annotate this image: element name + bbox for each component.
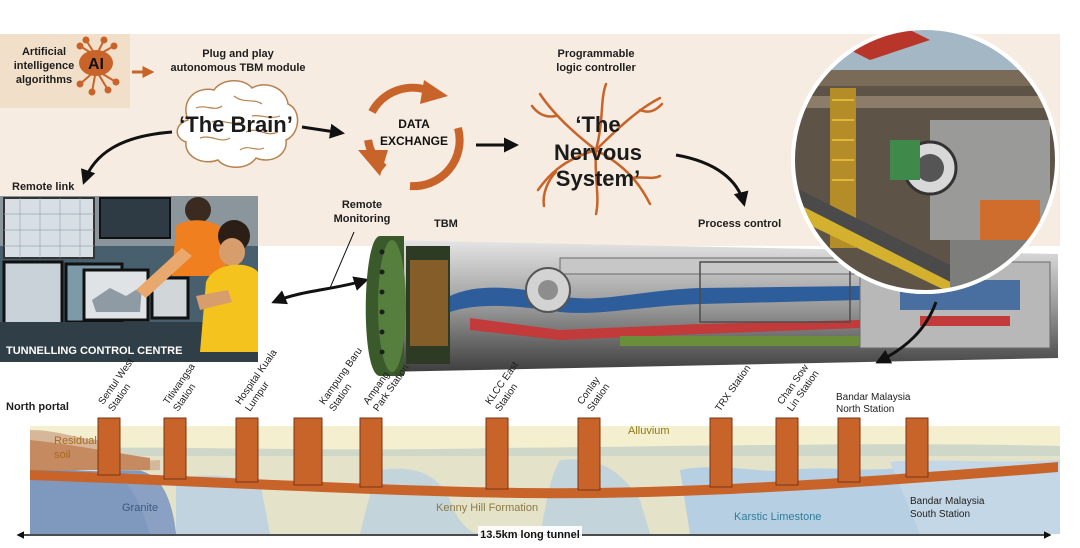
tbm-label: TBM bbox=[434, 218, 458, 230]
nervous-system-icon bbox=[530, 82, 664, 216]
svg-text:TRX Station: TRX Station bbox=[713, 363, 753, 413]
north-portal-label: North portal bbox=[6, 401, 69, 413]
station-conlay: Conlay Station bbox=[576, 375, 613, 414]
control-centre-label: TUNNELLING CONTROL CENTRE bbox=[6, 345, 182, 357]
process-control-arrow bbox=[675, 153, 749, 207]
remote-link-label: Remote link bbox=[12, 181, 75, 193]
bandar-north-label-1: Bandar Malaysia bbox=[836, 392, 911, 403]
bandar-north-label-2: North Station bbox=[836, 404, 894, 415]
ai-badge: AI bbox=[88, 56, 104, 73]
ai-section: Artificial intelligence algorithms AI bbox=[0, 34, 130, 108]
process-control-label: Process control bbox=[698, 218, 781, 230]
tunnel-route bbox=[30, 462, 1058, 499]
station-titiwangsa: Titiwangsa Station bbox=[162, 361, 199, 413]
data-exchange-label-2: EXCHANGE bbox=[380, 134, 448, 148]
brain-caption-2: autonomous TBM module bbox=[170, 62, 305, 74]
data-exchange-label-1: DATA bbox=[398, 117, 430, 131]
remote-monitoring-arrow bbox=[271, 276, 369, 305]
data-exchange-cycle-icon bbox=[358, 80, 464, 191]
brain-caption-1: Plug and play bbox=[202, 48, 274, 60]
granite-label: Granite bbox=[122, 502, 158, 514]
tunnel-length-bg bbox=[478, 526, 582, 542]
brain-icon bbox=[176, 80, 299, 168]
alluvium-label: Alluvium bbox=[628, 425, 670, 437]
residual-soil-label-2: soil bbox=[54, 449, 71, 461]
station-chan-sow-lin: Chan Sow Lin Station bbox=[776, 362, 822, 414]
station-shafts bbox=[97, 417, 929, 491]
remote-link-arrow bbox=[80, 130, 173, 185]
remote-monitoring-label-2: Monitoring bbox=[334, 213, 391, 225]
brain-title: ‘The Brain’ bbox=[179, 112, 293, 137]
nervous-title-1: ‘The bbox=[575, 112, 620, 137]
station-trx: TRX Station bbox=[713, 363, 753, 413]
station-sentul-west: Sentul West Station bbox=[97, 356, 137, 413]
tunnel-length-label: 13.5km long tunnel bbox=[480, 529, 580, 541]
control-centre-photo bbox=[0, 196, 258, 362]
ai-label-1: Artificial bbox=[22, 46, 66, 58]
ai-chip bbox=[79, 50, 113, 76]
residual-soil-label-1: Residual bbox=[54, 435, 97, 447]
nervous-title-2: Nervous bbox=[554, 140, 642, 165]
ai-label-2: intelligence bbox=[14, 60, 75, 72]
plc-caption-2: logic controller bbox=[556, 62, 636, 74]
plc-caption-1: Programmable bbox=[557, 48, 634, 60]
kenny-hill-label: Kenny Hill Formation bbox=[436, 502, 538, 514]
nervous-title-3: System’ bbox=[556, 166, 640, 191]
bandar-south-label-1: Bandar Malaysia bbox=[910, 496, 985, 507]
bandar-south-label-2: South Station bbox=[910, 509, 970, 520]
brain-to-data-arrow bbox=[301, 123, 345, 139]
karstic-limestone-label: Karstic Limestone bbox=[734, 511, 821, 523]
tbm-to-route-arrow bbox=[875, 301, 938, 364]
remote-monitoring-label-1: Remote bbox=[342, 199, 382, 211]
ai-label-3: algorithms bbox=[16, 74, 72, 86]
